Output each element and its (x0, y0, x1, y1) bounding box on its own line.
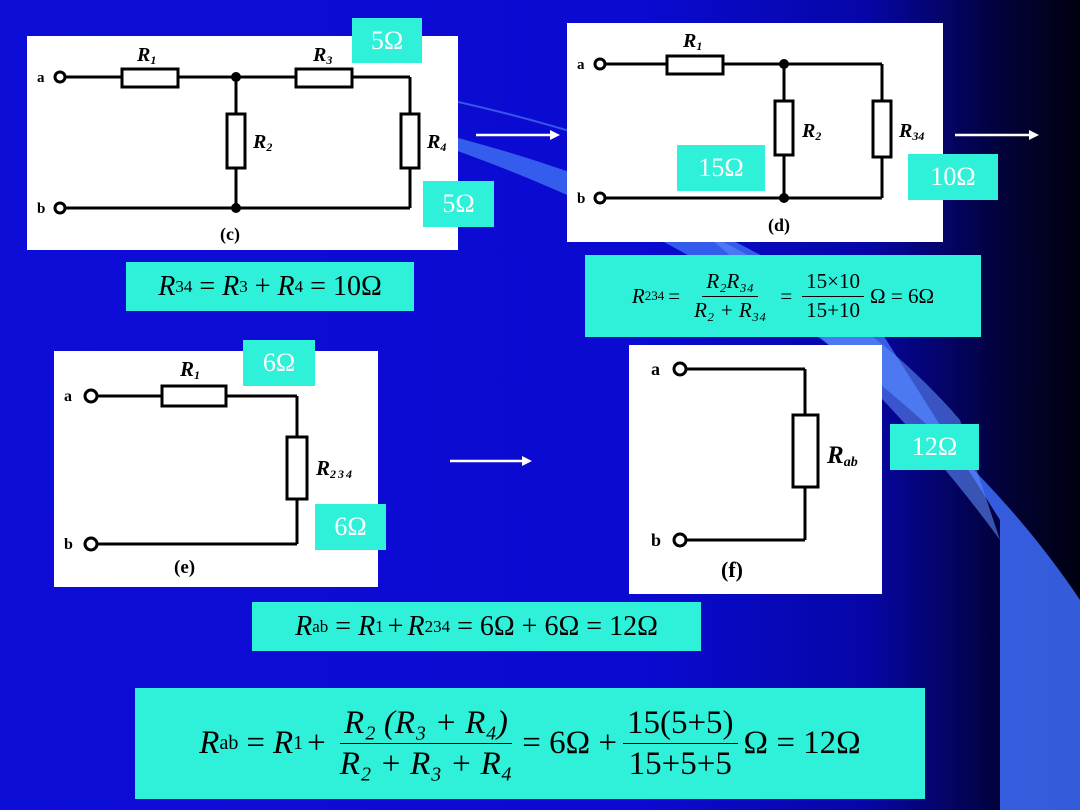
value-tag-e-r1: 6Ω (243, 340, 315, 386)
arrow-e-to-f (450, 456, 532, 466)
r2-label: R2 (252, 131, 272, 154)
circuit-diagram-f: a b Rab (f) (629, 345, 882, 594)
rab-label: Rab (826, 442, 858, 470)
r3-label: R3 (312, 44, 332, 67)
arrow-c-to-d (476, 130, 560, 140)
node-a-label: a (651, 359, 660, 379)
caption-e: (e) (174, 557, 195, 578)
node-b-label: b (37, 201, 45, 217)
node-a-label: a (64, 388, 72, 405)
node-b-label: b (64, 536, 73, 553)
caption-d: (d) (768, 215, 790, 236)
r34-label: R34 (898, 120, 924, 143)
r2-label: R2 (801, 120, 821, 143)
r4-label: R4 (426, 131, 446, 154)
value-tag-c-r4: 5Ω (423, 181, 494, 227)
circuit-diagram-e: a b R1 R234 (e) (54, 351, 378, 587)
circuit-diagram-d: a b R1 R2 R34 (d) (567, 23, 943, 242)
value-tag-c-r3: 5Ω (352, 18, 422, 63)
node-a-label: a (37, 70, 45, 86)
arrow-d-next (955, 130, 1039, 140)
value-tag-d-r2: 15Ω (677, 145, 765, 191)
caption-c: (c) (220, 224, 240, 245)
r1-label: R1 (682, 30, 702, 53)
node-a-label: a (577, 57, 585, 73)
node-b-label: b (651, 530, 661, 550)
circuit-diagram-c: a b R1 R3 R2 R4 (c) (27, 36, 458, 250)
value-tag-e-r234: 6Ω (315, 504, 386, 550)
value-tag-d-r34: 10Ω (908, 154, 998, 200)
node-b-label: b (577, 191, 585, 207)
r1-label: R1 (179, 357, 200, 382)
value-tag-f-rab: 12Ω (890, 424, 979, 470)
r234-label: R234 (315, 456, 354, 481)
r1-label: R1 (136, 44, 156, 67)
caption-f: (f) (721, 557, 743, 582)
